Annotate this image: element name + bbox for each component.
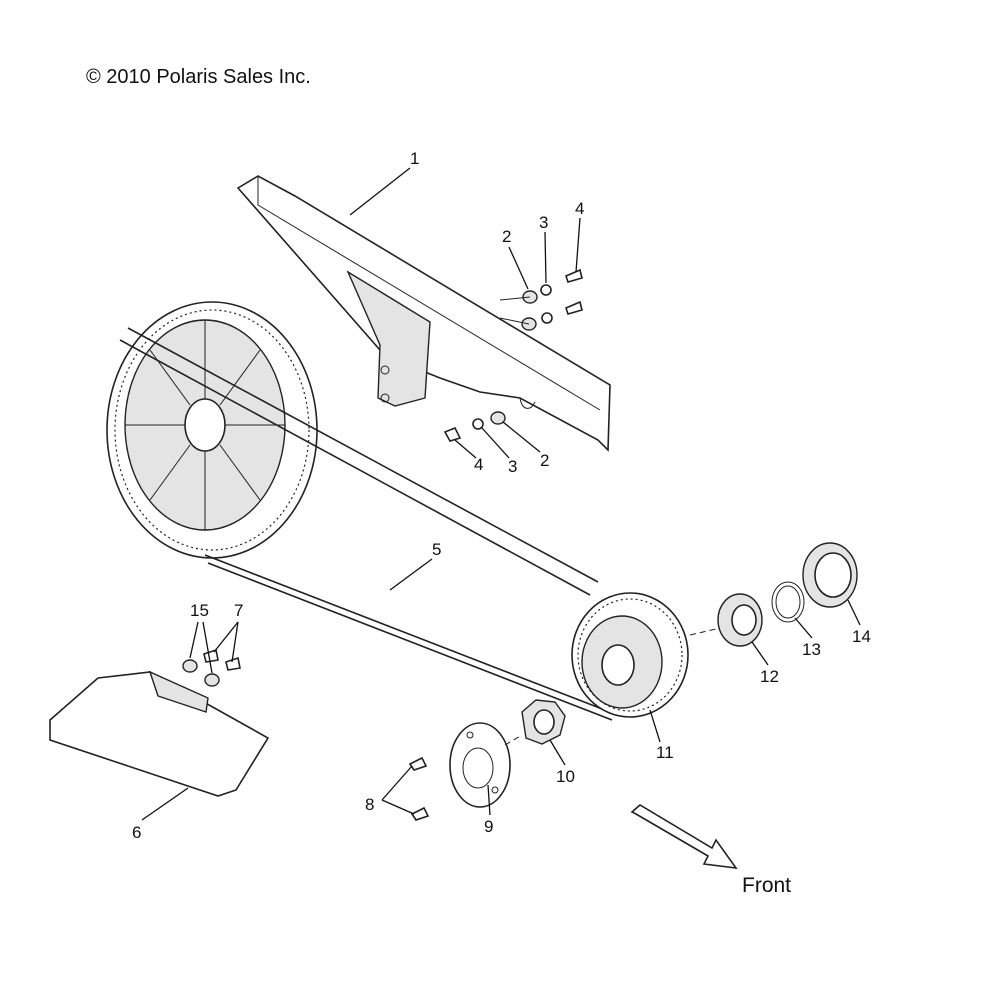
lock-plate bbox=[449, 722, 511, 808]
callout-6: 6 bbox=[132, 823, 141, 842]
callout-8: 8 bbox=[365, 795, 374, 814]
pulley-nut bbox=[521, 699, 566, 745]
lower-belt-guard bbox=[49, 670, 270, 797]
callout-13: 13 bbox=[802, 640, 821, 659]
leader-lines bbox=[141, 167, 861, 821]
front-direction-arrow bbox=[630, 804, 738, 870]
front-pulley bbox=[571, 592, 689, 718]
lower-guard-fasteners bbox=[182, 648, 241, 687]
callout-14: 14 bbox=[852, 627, 871, 646]
guard-fasteners-lower bbox=[443, 411, 506, 442]
snap-ring bbox=[771, 581, 805, 623]
callout-4-lower: 4 bbox=[474, 455, 483, 474]
bearing-spacer bbox=[717, 593, 763, 647]
callout-15: 15 bbox=[190, 601, 209, 620]
callout-9: 9 bbox=[484, 817, 493, 836]
front-label: Front bbox=[742, 874, 791, 897]
lock-plate-screws bbox=[408, 756, 430, 821]
callout-3-lower: 3 bbox=[508, 457, 517, 476]
callout-11: 11 bbox=[656, 743, 674, 762]
callout-4-upper: 4 bbox=[575, 199, 584, 218]
guard-washer-upper bbox=[540, 284, 553, 324]
rear-pulley bbox=[106, 301, 318, 559]
copyright-notice: © 2010 Polaris Sales Inc. bbox=[86, 66, 311, 88]
callout-3-upper: 3 bbox=[539, 213, 548, 232]
belt-guard-part bbox=[236, 175, 611, 452]
callout-12: 12 bbox=[760, 667, 779, 686]
callout-5: 5 bbox=[432, 540, 441, 559]
callout-2-lower: 2 bbox=[540, 451, 549, 470]
drive-belt bbox=[119, 327, 613, 721]
seal bbox=[802, 542, 858, 608]
callout-7: 7 bbox=[234, 601, 243, 620]
callout-2-upper: 2 bbox=[502, 227, 511, 246]
callout-1: 1 bbox=[410, 149, 419, 168]
callout-10: 10 bbox=[556, 767, 575, 786]
guard-bolt-upper bbox=[499, 268, 583, 325]
